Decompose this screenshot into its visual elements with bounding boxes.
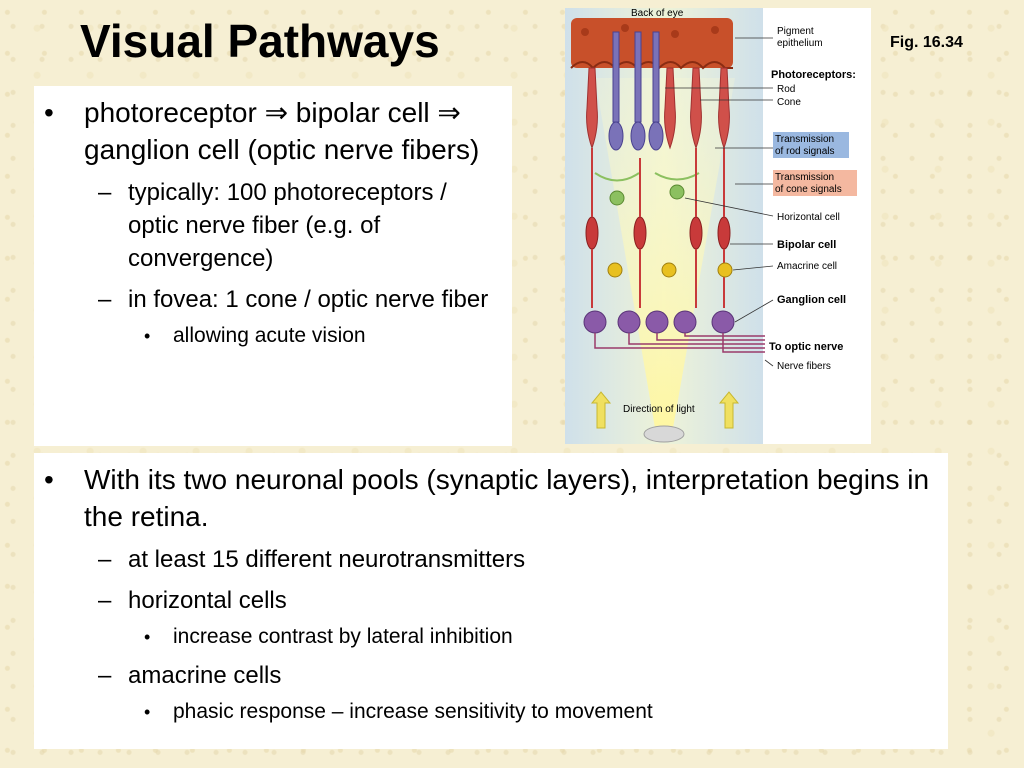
to-optic-nerve-label: To optic nerve [769,341,843,353]
light-source [643,425,685,443]
rod-signal-label-bg [773,132,849,158]
pigment-epithelium [570,18,733,70]
slide-title: Visual Pathways [80,15,440,67]
sub-bullet-convergence: typically: 100 photoreceptors / optic ne… [34,176,502,275]
sub-bullet-amacrine: amacrine cells [34,659,938,692]
sub-sub-bullet-lateral-inhibition: increase contrast by lateral inhibition [34,623,938,651]
bullet-list-bottom: With its two neuronal pools (synaptic la… [34,461,938,726]
bipolar-cells [585,148,731,308]
sub-bullet-neurotransmitters: at least 15 different neurotransmitters [34,543,938,576]
text-box-bottom: With its two neuronal pools (synaptic la… [34,453,948,749]
photoreceptors-label: Photoreceptors: [771,69,856,81]
ganglion-cell-label: Ganglion cell [777,294,846,306]
light-arrows [590,391,740,429]
cone-signal-label-bg [773,170,857,196]
ganglion-cells [583,310,735,334]
back-of-eye-label: Back of eye [631,8,684,19]
sub-bullet-fovea: in fovea: 1 cone / optic nerve fiber [34,283,502,316]
bullet-neuronal-pools: With its two neuronal pools (synaptic la… [34,461,938,535]
sub-sub-bullet-phasic: phasic response – increase sensitivity t… [34,698,938,726]
sub-sub-bullet-acute-vision: allowing acute vision [34,322,502,350]
photoreceptor-rods [608,31,664,151]
horizontal-cell-label: Horizontal cell [777,212,840,223]
text-box-top: photoreceptor ⇒ bipolar cell ⇒ ganglion … [34,86,512,446]
figure-label: Fig. 16.34 [890,34,963,51]
rod-label: Rod [777,84,795,95]
nerve-fibers-label: Nerve fibers [777,361,831,372]
sub-bullet-horizontal: horizontal cells [34,584,938,617]
bipolar-cell-label: Bipolar cell [777,239,836,251]
amacrine-cell-label: Amacrine cell [777,261,837,272]
bullet-pathway: photoreceptor ⇒ bipolar cell ⇒ ganglion … [34,94,502,168]
nerve-fibers [594,333,765,353]
amacrine-cells [607,262,733,278]
cone-label: Cone [777,97,801,108]
direction-of-light-label: Direction of light [623,404,695,415]
horizontal-cells [594,172,700,206]
bullet-list-top: photoreceptor ⇒ bipolar cell ⇒ ganglion … [34,94,502,350]
light-beam [595,78,735,428]
